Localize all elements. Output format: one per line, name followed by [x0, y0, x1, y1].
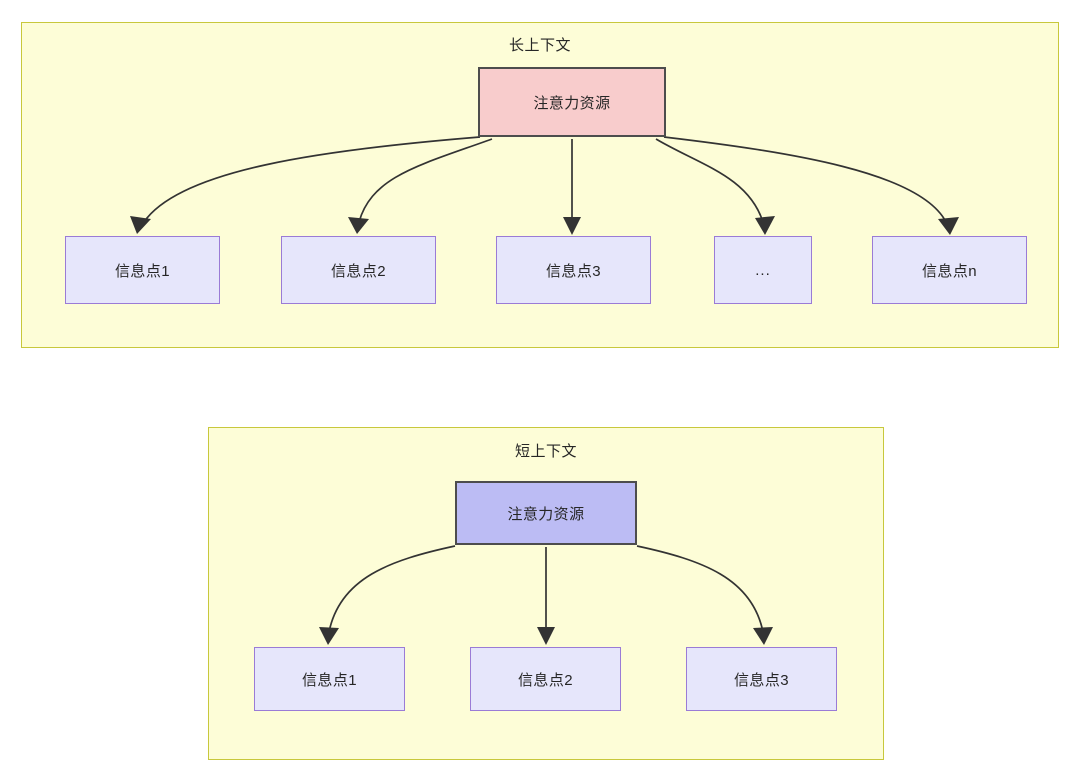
short-attention-resource-node[interactable]: 注意力资源 — [455, 481, 637, 545]
short-info-node-2[interactable]: 信息点2 — [470, 647, 621, 711]
long-info-node-2[interactable]: 信息点2 — [281, 236, 436, 304]
long-info-node-n[interactable]: 信息点n — [872, 236, 1027, 304]
long-attention-resource-label: 注意力资源 — [533, 94, 611, 112]
long-attention-resource-node[interactable]: 注意力资源 — [478, 67, 666, 137]
short-info-node-1[interactable]: 信息点1 — [254, 647, 405, 711]
short-info-node-2-label: 信息点2 — [518, 671, 573, 689]
long-info-node-n-label: 信息点n — [922, 262, 977, 280]
short-info-node-3[interactable]: 信息点3 — [686, 647, 837, 711]
short-attention-resource-label: 注意力资源 — [507, 505, 585, 523]
long-info-node-2-label: 信息点2 — [331, 262, 386, 280]
long-info-node-ellipsis-label: ... — [755, 261, 771, 279]
long-info-node-3-label: 信息点3 — [546, 262, 601, 280]
long-info-node-1[interactable]: 信息点1 — [65, 236, 220, 304]
short-info-node-1-label: 信息点1 — [302, 671, 357, 689]
long-context-title: 长上下文 — [508, 37, 571, 54]
long-info-node-ellipsis[interactable]: ... — [714, 236, 812, 304]
long-info-node-1-label: 信息点1 — [115, 262, 170, 280]
short-context-title: 短上下文 — [514, 443, 577, 460]
short-info-node-3-label: 信息点3 — [734, 671, 789, 689]
long-info-node-3[interactable]: 信息点3 — [496, 236, 651, 304]
